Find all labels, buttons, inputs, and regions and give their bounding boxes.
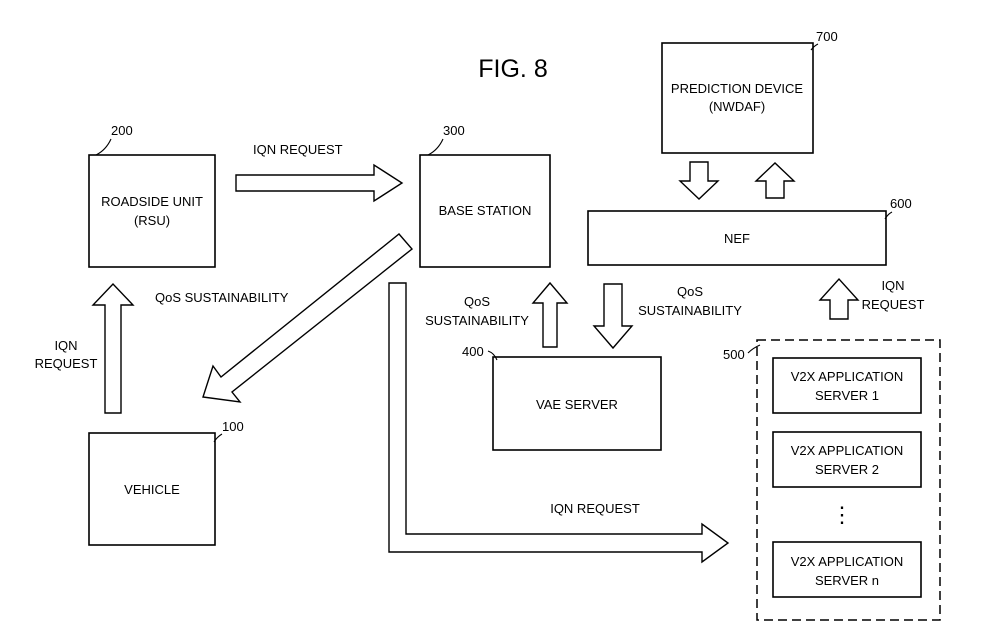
prediction-device-label-line1: PREDICTION DEVICE [671,81,804,96]
vehicle-box: VEHICLE [89,433,215,545]
iqn-request-label-app-line1: IQN [881,278,904,293]
server-n-label-line1: V2X APPLICATION [791,554,903,569]
iqn-request-label-app-line2: REQUEST [862,297,925,312]
vehicle-label: VEHICLE [124,482,180,497]
arrow-nef-to-prediction-device [756,163,794,198]
ref-600: 600 [890,196,912,211]
vae-server-label: VAE SERVER [536,397,618,412]
ref-200: 200 [111,123,133,138]
qos-sustainability-arrow-vae-to-base-station [533,283,567,347]
qos-sustainability-arrow-nef-to-vae [594,284,632,348]
server-2-label-line2: SERVER 2 [815,462,879,477]
nef-box: NEF [588,211,886,265]
ref-300-leader [428,139,443,155]
roadside-unit-box: ROADSIDE UNIT (RSU) [89,155,215,267]
server-n-label-line2: SERVER n [815,573,879,588]
arrow-prediction-device-to-nef [680,162,718,199]
vae-server-box: VAE SERVER [493,357,661,450]
v2x-application-server-group: V2X APPLICATION SERVER 1 V2X APPLICATION… [757,340,940,620]
base-station-box: BASE STATION [420,155,550,267]
ref-500: 500 [723,347,745,362]
ref-700: 700 [816,29,838,44]
v2x-application-server-2: V2X APPLICATION SERVER 2 [773,432,921,487]
qos-sustainability-arrow-base-station-to-vehicle [203,234,412,402]
iqn-request-label-vehicle-line1: IQN [54,338,77,353]
v2x-application-server-n: V2X APPLICATION SERVER n [773,542,921,597]
base-station-label: BASE STATION [439,203,532,218]
nef-label: NEF [724,231,750,246]
ref-200-leader [96,139,111,155]
iqn-request-label-app-servers: IQN REQUEST [550,501,640,516]
figure-title: FIG. 8 [478,55,547,83]
server-1-label-line2: SERVER 1 [815,388,879,403]
prediction-device-label-line2: (NWDAF) [709,99,765,114]
rsu-label-line2: (RSU) [134,213,170,228]
ref-400: 400 [462,344,484,359]
qos-sustainability-label-nef-line2: SUSTAINABILITY [638,303,742,318]
iqn-request-label-vehicle-line2: REQUEST [35,356,98,371]
server-ellipsis: ⋮ [831,502,853,527]
ref-100: 100 [222,419,244,434]
qos-sustainability-label-nef-line1: QoS [677,284,703,299]
iqn-request-arrow-rsu-to-base-station [236,165,402,201]
qos-sustainability-label-vae-line1: QoS [464,294,490,309]
iqn-request-arrow-vehicle-to-rsu [93,284,133,413]
server-2-label-line1: V2X APPLICATION [791,443,903,458]
qos-sustainability-label-vae-line2: SUSTAINABILITY [425,313,529,328]
ref-300: 300 [443,123,465,138]
rsu-label-line1: ROADSIDE UNIT [101,194,203,209]
v2x-application-server-1: V2X APPLICATION SERVER 1 [773,358,921,413]
iqn-request-arrow-app-servers-to-nef [820,279,858,319]
prediction-device-box: PREDICTION DEVICE (NWDAF) [662,43,813,153]
qos-sustainability-label-vehicle: QoS SUSTAINABILITY [155,290,289,305]
iqn-request-label-rsu: IQN REQUEST [253,142,343,157]
server-1-label-line1: V2X APPLICATION [791,369,903,384]
